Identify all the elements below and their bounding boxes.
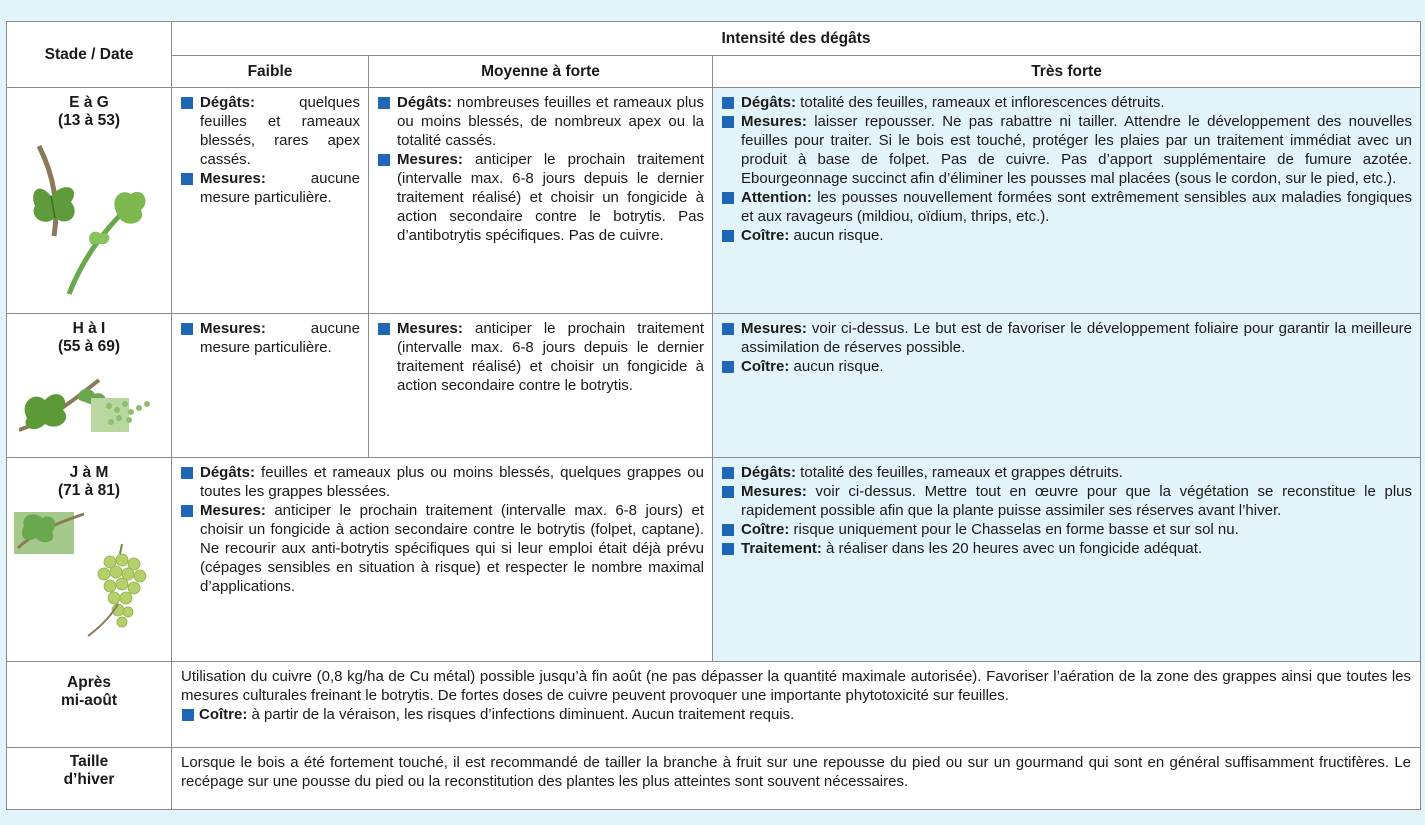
list-item: Coître: à partir de la véraison, les ris… [181,705,1411,724]
bullet-square-icon [181,173,193,185]
list-item: Mesures: aucune mesure particulière. [180,319,360,357]
list-item: Attention: les pousses nouvellement form… [721,188,1412,226]
stage-name: E à G [69,94,109,111]
list-item: Mesures: laisser repousser. Ne pas rabat… [721,112,1412,188]
stage-name: H à I [72,320,106,337]
header-intensity: Intensité des dégâts [170,21,1422,56]
cell-faible-moyenne: Dégâts: feuilles et rameaux plus ou moin… [171,457,713,662]
bullet-square-icon [722,192,734,204]
table-row: E à G (13 à 53) Dégâts: quelques feuille… [6,87,1422,314]
list-item: Coître: aucun risque. [721,226,1412,245]
bullet-square-icon [722,116,734,128]
cell-tres-forte: Dégâts: totalité des feuilles, rameaux e… [711,87,1422,314]
cell-faible: Dégâts: quelques feuilles et rameaux ble… [171,87,369,314]
bullet-square-icon [181,505,193,517]
bullet-square-icon [378,154,390,166]
list-item: Coître: aucun risque. [721,357,1412,376]
header-stage-date: Stade / Date [6,21,172,88]
table-row: J à M (71 à 81) Dégâts: fe [6,457,1422,662]
table-row: H à I (55 à 69) Mesures: aucune mesure p… [6,313,1422,458]
list-item: Mesures: anticiper le prochain traitemen… [377,319,704,395]
stage-range: (71 à 81) [57,482,121,499]
stage-subname: d’hiver [63,771,115,788]
bullet-square-icon [378,97,390,109]
bullet-square-icon [722,230,734,242]
stage-cell: J à M (71 à 81) [6,457,172,662]
stage-name: J à M [69,464,109,481]
list-item: Dégâts: nombreuses feuilles et rameaux p… [377,93,704,150]
bullet-square-icon [722,361,734,373]
bullet-square-icon [722,467,734,479]
list-item: Coître: risque uniquement pour le Chasse… [721,520,1412,539]
cell-taille-hiver: Lorsque le bois a été fortement touché, … [170,747,1422,810]
stage-name: Après [67,674,111,691]
list-item: Dégâts: totalité des feuilles, rameaux e… [721,463,1412,482]
taille-text: Lorsque le bois a été fortement touché, … [181,754,1412,790]
header-faible: Faible [171,55,369,88]
list-item: Mesures: voir ci-dessus. Mettre tout en … [721,482,1412,520]
stage-cell: E à G (13 à 53) [6,87,172,314]
cell-tres-forte: Mesures: voir ci-dessus. Le but est de f… [711,313,1422,458]
stage-range: (55 à 69) [57,338,121,355]
stage-cell: Après mi-août [6,661,172,748]
stage-cell: H à I (55 à 69) [6,313,172,458]
list-item: Dégâts: quelques feuilles et rameaux ble… [180,93,360,169]
bullet-square-icon [722,97,734,109]
cell-faible: Mesures: aucune mesure particulière. [171,313,369,458]
vine-shoot-image [33,144,146,295]
cell-moyenne: Mesures: anticiper le prochain traitemen… [368,313,713,458]
damage-table: Stade / Date Intensité des dégâts Faible… [6,21,1422,810]
list-item: Dégâts: totalité des feuilles, rameaux e… [721,93,1412,112]
bullet-square-icon [722,486,734,498]
table-row: Taille d’hiver Lorsque le bois a été for… [6,747,1422,810]
bullet-square-icon [722,323,734,335]
bullet-square-icon [378,323,390,335]
cell-apres-mi-aout: Utilisation du cuivre (0,8 kg/ha de Cu m… [170,661,1422,748]
bullet-square-icon [181,323,193,335]
stage-cell: Taille d’hiver [6,747,172,810]
stage-range: (13 à 53) [57,112,121,129]
bullet-square-icon [181,467,193,479]
bullet-square-icon [182,709,194,721]
cell-moyenne: Dégâts: nombreuses feuilles et rameaux p… [368,87,713,314]
stage-name: Taille [69,753,109,770]
list-item: Dégâts: feuilles et rameaux plus ou moin… [180,463,704,501]
list-item: Mesures: voir ci-dessus. Le but est de f… [721,319,1412,357]
list-item: Traitement: à réaliser dans les 20 heure… [721,539,1412,558]
list-item: Mesures: anticiper le prochain traitemen… [377,150,704,245]
cell-tres-forte: Dégâts: totalité des feuilles, rameaux e… [711,457,1422,662]
list-item: Mesures: anticiper le prochain traitemen… [180,501,704,596]
header-tres-forte: Très forte [711,55,1422,88]
bullet-square-icon [722,543,734,555]
vine-flower-image [19,378,150,432]
list-item: Mesures: aucune mesure particulière. [180,169,360,207]
apres-text: Utilisation du cuivre (0,8 kg/ha de Cu m… [181,668,1412,704]
bullet-square-icon [722,524,734,536]
table-row: Après mi-août Utilisation du cuivre (0,8… [6,661,1422,748]
bullet-square-icon [181,97,193,109]
vine-grape-image [14,512,147,637]
header-moyenne: Moyenne à forte [368,55,713,88]
stage-subname: mi-août [61,692,117,709]
